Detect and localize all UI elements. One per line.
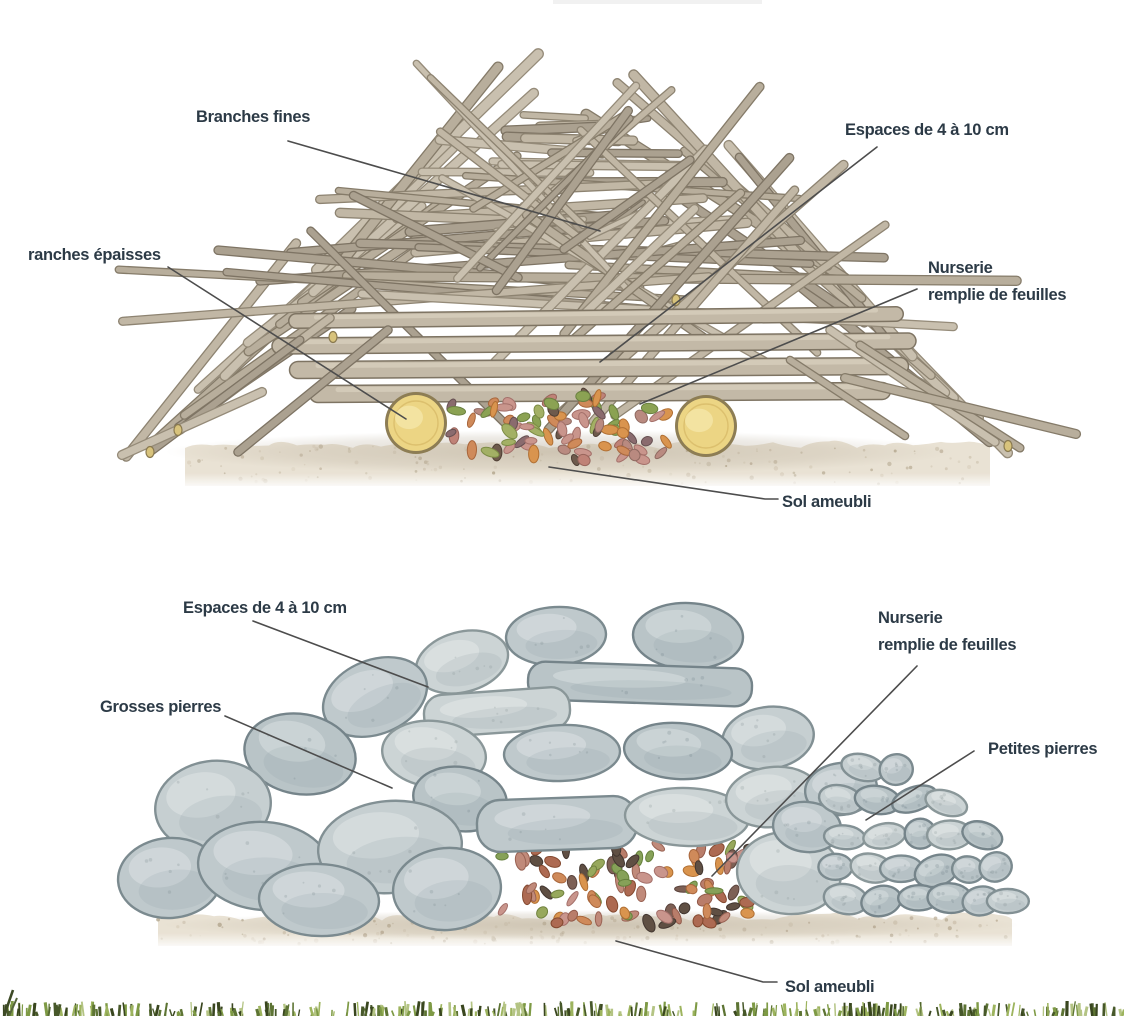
label-nurserie-stone: Nurserie remplie de feuilles	[878, 605, 1017, 659]
label-sol-wood: Sol ameubli	[782, 493, 872, 511]
label-petites-pierres: Petites pierres	[988, 740, 1098, 758]
label-branches-epaisses: ranches épaisses	[28, 246, 161, 264]
label-nurserie-wood-line1: Nurserie	[928, 259, 993, 277]
leader-lines	[167, 140, 975, 983]
label-espaces-wood: Espaces de 4 à 10 cm	[845, 121, 1009, 139]
cropped-window-edge	[553, 0, 762, 4]
label-sol-stone: Sol ameubli	[785, 978, 875, 996]
grass-border	[2, 989, 1124, 1016]
label-nurserie-wood: Nurserie remplie de feuilles	[928, 255, 1067, 309]
label-branches-fines: Branches fines	[196, 108, 311, 126]
label-grosses-pierres: Grosses pierres	[100, 698, 222, 716]
wood-pile-drawing	[114, 48, 1082, 489]
label-espaces-stone: Espaces de 4 à 10 cm	[183, 599, 347, 617]
label-nurserie-stone-line2: remplie de feuilles	[878, 636, 1017, 654]
label-nurserie-stone-line1: Nurserie	[878, 609, 943, 627]
label-nurserie-wood-line2: remplie de feuilles	[928, 286, 1067, 304]
